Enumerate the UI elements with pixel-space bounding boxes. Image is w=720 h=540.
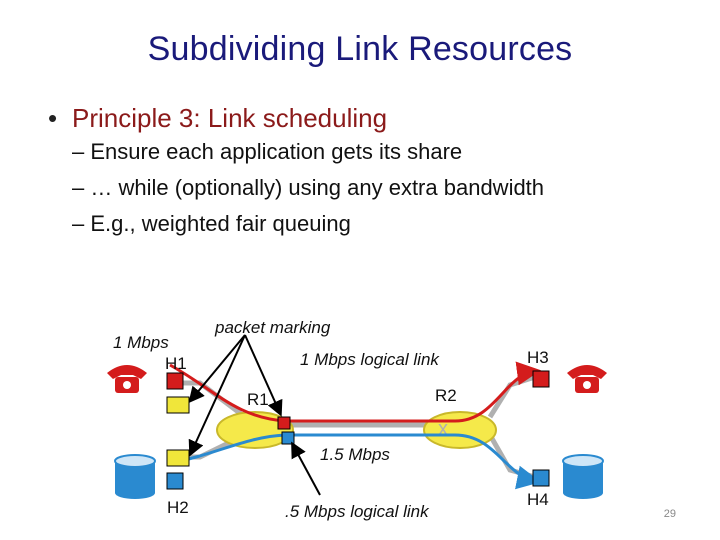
host-h1-box xyxy=(166,372,184,390)
subbullet: – E.g., weighted fair queuing xyxy=(72,211,351,236)
queue-red xyxy=(277,416,291,430)
marker-h1-box xyxy=(166,396,190,414)
label-h4: H4 xyxy=(527,490,549,509)
label-rate-left: 1 Mbps xyxy=(113,333,169,352)
bullet-principle-text: Principle 3: Link scheduling xyxy=(72,103,388,133)
label-h3: H3 xyxy=(527,348,549,367)
packet-marking-arrows xyxy=(188,334,321,496)
host-h2-box xyxy=(166,472,184,490)
router-r2 xyxy=(423,411,497,449)
bullet-marker: • xyxy=(48,103,58,133)
marker-h2-box xyxy=(166,449,190,467)
page-number: 29 xyxy=(663,508,676,520)
host-h3-box xyxy=(532,370,550,388)
label-packet-marking: packet marking xyxy=(214,318,331,337)
subbullet: – … while (optionally) using any extra b… xyxy=(72,175,545,200)
link-scheduling-diagram: x xyxy=(95,305,655,530)
blue-flow xyxy=(169,433,541,490)
label-h1: H1 xyxy=(165,354,187,373)
phone-icon xyxy=(107,365,147,393)
bullet-principle: • Principle 3: Link scheduling xyxy=(48,102,708,134)
label-h2: H2 xyxy=(167,498,189,517)
label-r2: R2 xyxy=(435,386,457,405)
slide-title: Subdividing Link Resources xyxy=(147,30,573,68)
queue-blue xyxy=(281,431,295,445)
diagram-svg: x xyxy=(107,318,607,521)
label-logical-link-bottom: .5 Mbps logical link xyxy=(285,502,430,521)
database-icon xyxy=(562,454,604,499)
label-rate-mid: 1.5 Mbps xyxy=(320,445,390,464)
subbullet: – Ensure each application gets its share xyxy=(72,139,463,164)
phone-icon xyxy=(567,365,607,393)
red-flow xyxy=(169,361,541,423)
database-icon xyxy=(114,454,156,499)
host-h4-box xyxy=(532,469,550,487)
bullet-list: • Principle 3: Link scheduling – Ensure … xyxy=(48,102,708,242)
label-r1: R1 xyxy=(247,390,269,409)
router-x-icon: x xyxy=(438,418,448,440)
label-logical-link-top: 1 Mbps logical link xyxy=(300,350,440,369)
